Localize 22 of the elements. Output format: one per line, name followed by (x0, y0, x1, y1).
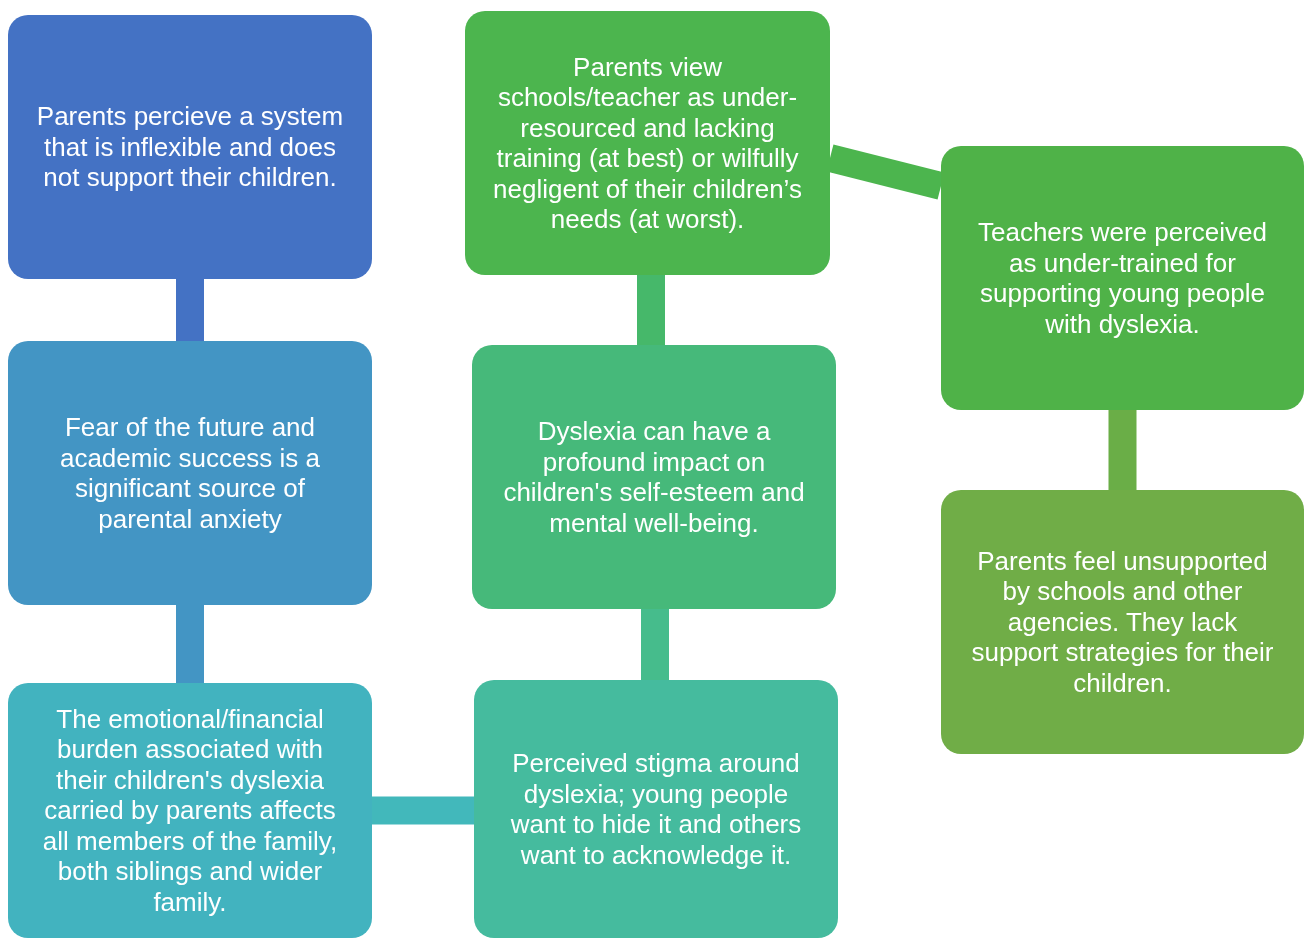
rounded-box (941, 490, 1304, 754)
rounded-box (8, 341, 372, 605)
box-text: Fear of the future and academic success is a significant source of parental anxiety (58, 412, 322, 534)
connector-bar (176, 279, 204, 341)
connector-bar (1108, 410, 1137, 490)
box-text: Teachers were perceived as under-trained for supporting young people with dyslexia. (976, 217, 1268, 339)
connector-bar (637, 275, 665, 345)
rounded-box (465, 11, 830, 275)
box-text: The emotional/financial burden associated with their children's dyslexia carried by parents affects all members of the family, both siblings and wider family. (41, 703, 339, 918)
box-text: Dyslexia can have a profound impact on children's self-esteem and mental well-being. (502, 416, 806, 538)
connector-bar (372, 796, 474, 825)
rounded-box (8, 683, 372, 938)
rounded-box (941, 146, 1304, 410)
box-text: Parents view schools/teacher as under-resourced and lacking training (at best) or wilfully negligent of their children’s needs (at worst). (492, 51, 803, 235)
box-text: Parents feel unsupported by schools and other agencies. They lack support strategies for their children. (970, 545, 1275, 699)
rounded-box (8, 15, 372, 279)
box-text: Perceived stigma around dyslexia; young people want to hide it and others want to acknowledge it. (509, 748, 803, 870)
rounded-box (474, 680, 838, 938)
rounded-box (472, 345, 836, 609)
connector-bar (641, 609, 669, 680)
connector-bar (176, 605, 204, 683)
box-text: Parents percieve a system that is inflexible and does not support their children. (35, 101, 345, 193)
